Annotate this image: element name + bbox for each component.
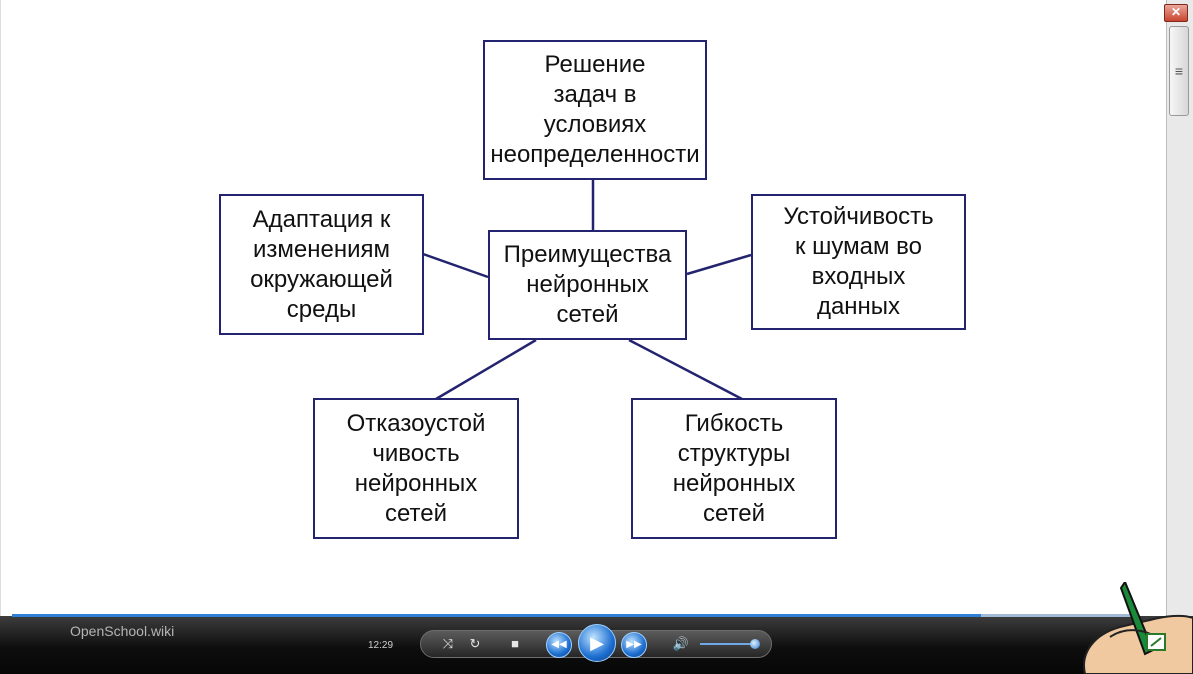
connector-bottom-right <box>628 338 743 401</box>
slide-canvas: Преимущества нейронных сетей Решение зад… <box>0 0 1167 616</box>
seek-bar-progress[interactable] <box>12 614 981 617</box>
stop-icon[interactable]: ■ <box>511 636 519 651</box>
bottom-right-box: Гибкость структуры нейронных сетей <box>631 398 837 539</box>
connector-right <box>686 253 752 276</box>
next-icon[interactable]: ▶▶ <box>621 632 647 658</box>
pen-hand-icon <box>1083 582 1193 674</box>
shuffle-icon[interactable]: ⤨ <box>442 636 454 651</box>
connector-left <box>422 252 489 279</box>
repeat-icon[interactable]: ↻ <box>469 636 481 651</box>
diagram-connectors <box>422 180 752 401</box>
volume-slider[interactable] <box>700 643 758 645</box>
time-display: 12:29 <box>368 640 394 651</box>
left-box: Адаптация к изменениям окружающей среды <box>219 194 424 335</box>
volume-knob[interactable] <box>750 639 761 649</box>
center-box: Преимущества нейронных сетей <box>488 230 687 340</box>
previous-icon[interactable]: ◀◀ <box>546 632 572 658</box>
bottom-left-box: Отказоустой чивость нейронных сетей <box>313 398 519 539</box>
play-icon[interactable]: ▶ <box>578 624 616 662</box>
volume-icon[interactable]: 🔊 <box>672 636 690 651</box>
close-icon[interactable]: ✕ <box>1164 4 1188 22</box>
right-box: Устойчивость к шумам во входных данных <box>751 194 966 330</box>
brand-label: OpenSchool.wiki <box>70 623 175 639</box>
scroll-grip-icon[interactable]: ≡ <box>1169 26 1189 116</box>
top-box: Решение задач в условиях неопределенност… <box>483 40 707 180</box>
connector-bottom-left <box>435 338 537 401</box>
